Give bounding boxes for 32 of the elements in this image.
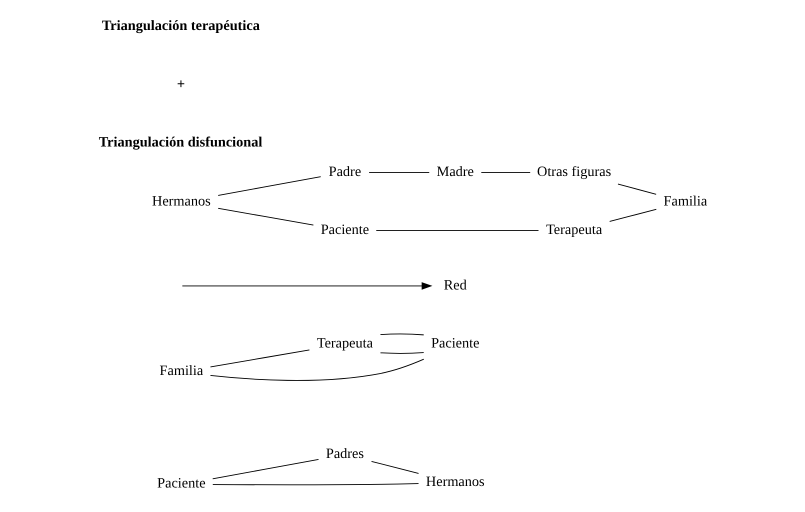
connector [212, 459, 318, 480]
node-text: Otras figuras [536, 164, 611, 180]
connector [480, 172, 530, 173]
connector [380, 334, 424, 336]
node-text: Hermanos [152, 193, 210, 210]
node-text: Madre [436, 164, 474, 180]
connector [217, 176, 321, 196]
connector [608, 208, 656, 222]
node-text: Familia [663, 193, 707, 210]
node-text: Padre [328, 164, 361, 180]
node-text: Padres [325, 446, 364, 462]
arrow [181, 282, 432, 290]
connector [375, 230, 538, 231]
label: Triangulación disfuncional [98, 134, 262, 150]
connector [370, 460, 419, 474]
node-text: Terapeuta [316, 335, 372, 352]
connector [217, 208, 314, 226]
node-text: Red [443, 277, 466, 294]
connector [368, 172, 430, 173]
node-text: Hermanos [425, 474, 484, 490]
node-text: Paciente [320, 222, 369, 238]
label: + [176, 76, 185, 92]
label: Triangulación terapéutica [101, 18, 260, 34]
connector [212, 483, 418, 486]
connector [380, 352, 424, 354]
node-text: Terapeuta [546, 222, 602, 238]
node-text: Paciente [156, 476, 206, 492]
connector [210, 350, 310, 368]
connector [617, 184, 656, 195]
node-text: Paciente [430, 335, 479, 352]
node-text: Familia [159, 363, 203, 380]
connector [210, 358, 424, 381]
